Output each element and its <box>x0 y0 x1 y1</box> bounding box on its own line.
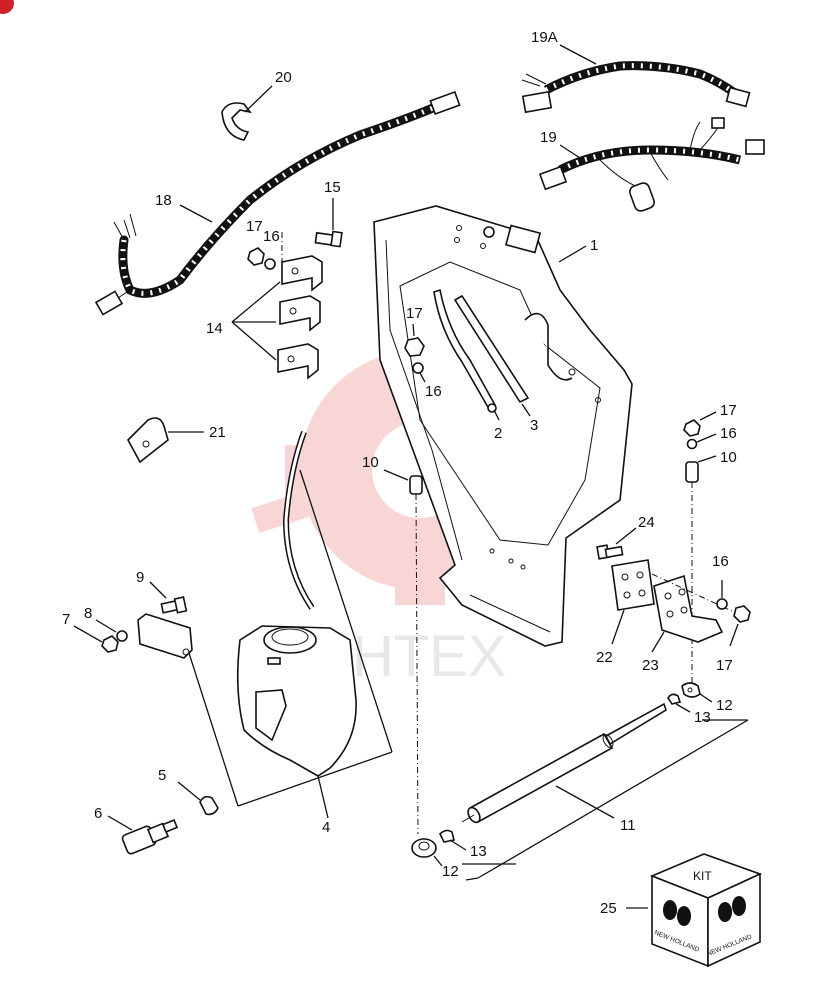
kit-label: KIT <box>693 869 712 883</box>
label-16-right: 16 <box>720 425 737 442</box>
fitting-10-right <box>685 461 699 483</box>
label-1: 1 <box>590 237 598 254</box>
label-12-upper: 12 <box>716 697 733 714</box>
nut-17-left <box>247 247 265 266</box>
label-8: 8 <box>84 605 92 622</box>
harness-19a <box>521 61 751 114</box>
label-17-lower: 17 <box>716 657 733 674</box>
new-holland-logo-icon <box>663 896 746 926</box>
pump-6 <box>121 819 179 855</box>
nut-17-lower <box>733 605 751 623</box>
washer-16-lower <box>716 598 728 610</box>
washer-16-right <box>686 438 698 450</box>
washer-tank-4 <box>236 625 357 777</box>
label-19a: 19A <box>531 29 558 46</box>
grommet-5 <box>199 795 219 816</box>
harness-19 <box>538 117 765 212</box>
pin-13-lower <box>439 829 455 843</box>
washer-8 <box>116 630 128 642</box>
nut-17-right <box>683 419 701 437</box>
label-2: 2 <box>494 425 502 442</box>
clip-20 <box>221 102 252 141</box>
label-9: 9 <box>136 569 144 586</box>
label-20: 20 <box>275 69 292 86</box>
label-3: 3 <box>530 417 538 434</box>
label-21: 21 <box>209 424 226 441</box>
pin-13-upper <box>667 693 682 705</box>
label-13-lower: 13 <box>470 843 487 860</box>
washer-16-panel <box>412 362 424 374</box>
label-10-left: 10 <box>362 454 379 471</box>
label-16-lower: 16 <box>712 553 729 570</box>
cover-plate <box>137 613 193 659</box>
label-12-lower: 12 <box>442 863 459 880</box>
kit-box-25: KIT NEW HOLLAND NEW HOLLAND <box>649 853 763 968</box>
eyelet-12-lower <box>411 838 437 858</box>
label-6: 6 <box>94 805 102 822</box>
nut-17-panel <box>404 337 425 357</box>
label-22: 22 <box>596 649 613 666</box>
eyelet-12-upper <box>681 682 701 698</box>
clips-14 <box>277 255 323 380</box>
label-24: 24 <box>638 514 655 531</box>
label-10-right: 10 <box>720 449 737 466</box>
label-17-panel: 17 <box>406 305 423 322</box>
label-25: 25 <box>600 900 617 917</box>
bracket-23 <box>653 574 724 643</box>
label-18: 18 <box>155 192 172 209</box>
fitting-10-left <box>409 475 423 495</box>
label-7: 7 <box>62 611 70 628</box>
label-14: 14 <box>206 320 223 337</box>
harness-18 <box>94 90 461 316</box>
plate-22 <box>611 559 655 611</box>
label-15: 15 <box>324 179 341 196</box>
label-4: 4 <box>322 819 330 836</box>
label-13-upper: 13 <box>694 709 711 726</box>
label-17-right: 17 <box>720 402 737 419</box>
screw-9 <box>160 596 188 614</box>
panel-bracket <box>373 205 633 647</box>
bolt-15 <box>314 230 343 248</box>
corner-badge <box>0 0 14 14</box>
label-23: 23 <box>642 657 659 674</box>
bolt-24 <box>596 544 624 560</box>
label-17-left: 17 <box>246 218 263 235</box>
label-11: 11 <box>620 817 636 834</box>
label-19: 19 <box>540 129 557 146</box>
label-16-panel: 16 <box>425 383 442 400</box>
nut-7 <box>101 635 119 653</box>
washer-16-left <box>264 258 276 270</box>
label-5: 5 <box>158 767 166 784</box>
label-16-left: 16 <box>263 228 280 245</box>
clamp-21 <box>127 417 169 464</box>
gas-strut-11 <box>461 702 667 824</box>
